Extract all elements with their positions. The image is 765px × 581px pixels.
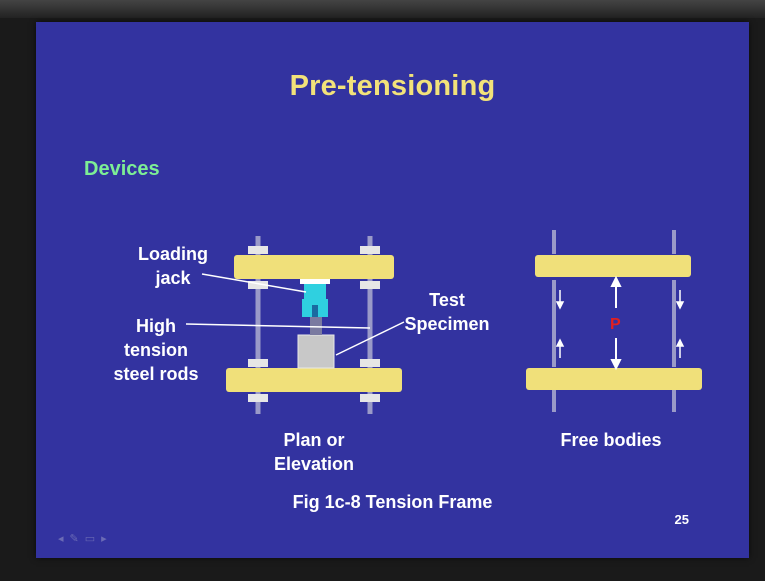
tension-frame-diagram: P [185, 230, 702, 414]
specimen-grip [310, 317, 322, 335]
menu-icon[interactable]: ▭ [84, 533, 102, 545]
force-label-p: P [610, 316, 621, 333]
free-body-bottom-beam [526, 368, 702, 390]
top-window-strip [0, 0, 765, 18]
top-crosshead-beam [234, 255, 394, 279]
rod-nuts [248, 246, 380, 402]
next-icon[interactable]: ▸ [101, 533, 113, 545]
test-specimen [297, 334, 335, 369]
prev-icon[interactable]: ◂ [58, 533, 70, 545]
label-loading-jack: Loading jack [138, 244, 208, 288]
free-body-top-beam [535, 255, 691, 277]
label-test-specimen: Test Specimen [404, 290, 490, 334]
bottom-crosshead-beam [226, 368, 402, 392]
loading-jack [300, 279, 330, 317]
label-free-bodies: Free bodies [560, 430, 662, 450]
slide-title: Pre-tensioning [289, 70, 496, 102]
slide-nav-icons[interactable]: ◂✎▭▸ [58, 532, 113, 545]
label-pointer-lines [185, 273, 405, 356]
jack-force-arrows [610, 275, 622, 371]
label-plan-or-elevation: Plan or Elevation [273, 430, 355, 474]
label-high-tension-rods: High tension steel rods [113, 316, 199, 384]
free-body-rods [552, 230, 676, 412]
section-label: Devices [84, 158, 160, 180]
edit-icon[interactable]: ✎ [69, 533, 85, 545]
presentation-slide: Pre-tensioning Devices [36, 22, 749, 558]
page-number: 25 [674, 512, 689, 527]
figure-caption: Fig 1c-8 Tension Frame [292, 492, 493, 512]
rod-force-arrows [555, 290, 685, 358]
